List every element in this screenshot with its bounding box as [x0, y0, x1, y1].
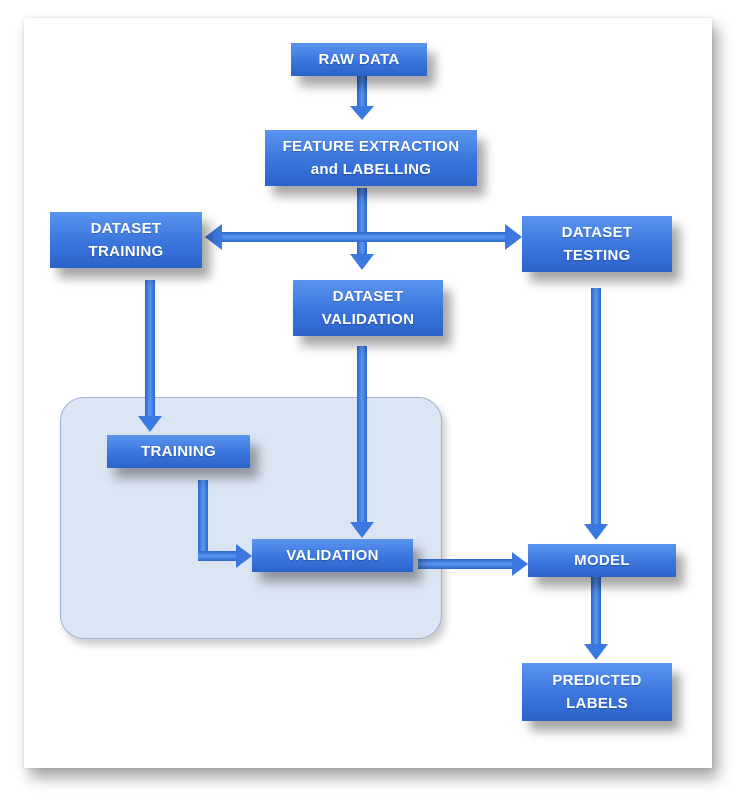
arrow-model-to-predicted: [584, 576, 608, 660]
arrow-dataset-training-to-training: [138, 280, 162, 432]
node-dataset-testing: DATASET TESTING: [522, 216, 672, 272]
arrow-training-to-validation: [198, 480, 252, 568]
arrow-split-horizontal: [205, 224, 522, 250]
arrow-dataset-testing-to-model: [584, 288, 608, 540]
node-model: MODEL: [528, 544, 676, 577]
arrow-dataset-validation-to-validation: [350, 346, 374, 538]
node-training: TRAINING: [107, 435, 250, 468]
node-dataset-training: DATASET TRAINING: [50, 212, 202, 268]
node-predicted-labels: PREDICTED LABELS: [522, 663, 672, 721]
node-validation: VALIDATION: [252, 539, 413, 572]
arrow-validation-to-model: [418, 552, 528, 576]
node-dataset-validation: DATASET VALIDATION: [293, 280, 443, 336]
node-raw-data: RAW DATA: [291, 43, 427, 76]
arrow-raw-to-feature: [350, 76, 374, 120]
arrow-feature-to-validation: [350, 188, 374, 270]
node-feature-extraction: FEATURE EXTRACTION and LABELLING: [265, 130, 477, 186]
